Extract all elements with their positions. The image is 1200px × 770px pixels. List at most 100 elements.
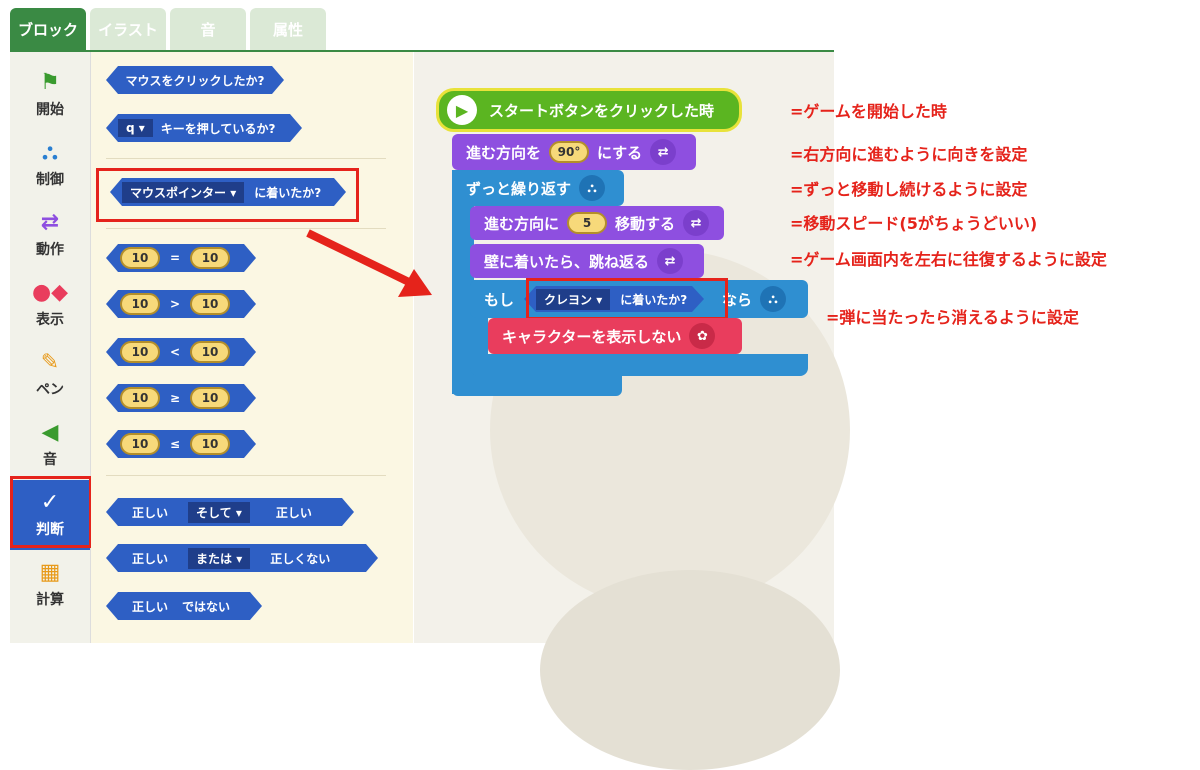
control-icon: ⛬ xyxy=(579,175,606,201)
forever-block[interactable]: ずっと繰り返す ⛬ xyxy=(452,170,624,206)
number-input[interactable]: 10 xyxy=(120,387,160,409)
block-text: スタートボタンをクリックした時 xyxy=(489,101,715,120)
category-sensing[interactable]: ✓ 判断 xyxy=(10,480,90,550)
tab-sound[interactable]: 音 xyxy=(170,8,246,50)
divider xyxy=(106,475,386,476)
block-text: に着いたか? xyxy=(254,185,322,200)
category-label: 開始 xyxy=(36,102,64,118)
or-dropdown[interactable]: または ▾ xyxy=(188,548,250,569)
gte-block[interactable]: 10 ≥ 10 xyxy=(106,384,256,412)
block-text: 進む方向を xyxy=(466,143,542,162)
operator: ≥ xyxy=(170,391,181,405)
number-input[interactable]: 10 xyxy=(190,387,230,409)
move-block[interactable]: 進む方向に 5 移動する ⇄ xyxy=(470,206,724,240)
number-input[interactable]: 10 xyxy=(190,433,230,455)
annotation-speed: =移動スピード(5がちょうどいい) xyxy=(790,214,1038,233)
crayon-dropdown[interactable]: クレヨン ▾ xyxy=(536,289,610,310)
start-event-block[interactable]: ▶ スタートボタンをクリックした時 xyxy=(436,88,742,132)
looks-icon: ✿ xyxy=(689,323,716,349)
tab-underline xyxy=(10,50,834,52)
annotation-bounce: =ゲーム画面内を左右に往復するように設定 xyxy=(790,250,1107,269)
speaker-icon: ◀︎ xyxy=(41,420,59,445)
touching-pointer-block[interactable]: マウスポインター ▾ に着いたか? xyxy=(110,178,346,206)
number-input[interactable]: 10 xyxy=(190,293,230,315)
highlight-crayon-condition xyxy=(526,278,728,320)
true-slot[interactable]: 正しい xyxy=(132,551,169,566)
greater-block[interactable]: 10 > 10 xyxy=(106,290,256,318)
block-text: ではない xyxy=(182,599,231,614)
less-block[interactable]: 10 < 10 xyxy=(106,338,256,366)
block-text: ずっと繰り返す xyxy=(466,179,572,198)
set-direction-block[interactable]: 進む方向を 90° にする ⇄ xyxy=(452,134,696,170)
mouse-clicked-block[interactable]: マウスをクリックしたか? xyxy=(106,66,284,94)
number-input[interactable]: 10 xyxy=(190,341,230,363)
false-slot[interactable]: 正しくない xyxy=(270,551,331,566)
operator: > xyxy=(170,297,181,311)
control-icon: ⛬ xyxy=(760,286,787,312)
block-text: 壁に着いたら、跳ね返る xyxy=(484,252,650,271)
direction-input[interactable]: 90° xyxy=(549,141,590,163)
block-text: に着いたか? xyxy=(620,292,688,307)
number-input[interactable]: 10 xyxy=(120,341,160,363)
number-input[interactable]: 10 xyxy=(120,433,160,455)
key-pressed-block[interactable]: q ▾ キーを押しているか? xyxy=(106,114,302,142)
annotation-start: =ゲームを開始した時 xyxy=(790,102,947,121)
operator: < xyxy=(170,345,181,359)
highlight-touching-block xyxy=(96,168,359,222)
category-label: ペン xyxy=(36,382,64,398)
category-operators[interactable]: ▦ 計算 xyxy=(10,550,90,620)
forever-loop-arm xyxy=(452,170,474,394)
number-input[interactable]: 10 xyxy=(120,247,160,269)
if-bottom xyxy=(470,354,808,376)
block-text: にする xyxy=(597,143,643,162)
tab-properties[interactable]: 属性 xyxy=(250,8,326,50)
branch-icon: ⛬ xyxy=(42,140,58,165)
annotation-hit: =弾に当たったら消えるように設定 xyxy=(826,308,1079,327)
forever-loop-bottom xyxy=(452,374,622,396)
operator: = xyxy=(170,251,181,265)
category-looks[interactable]: ●◆ 表示 xyxy=(10,270,90,340)
block-text: キャラクターを表示しない xyxy=(502,327,682,346)
category-label: 計算 xyxy=(36,592,64,608)
equals-block[interactable]: 10 = 10 xyxy=(106,244,256,272)
hide-block[interactable]: キャラクターを表示しない ✿ xyxy=(488,318,742,354)
annotation-direction: =右方向に進むように向きを設定 xyxy=(790,145,1028,164)
true-slot[interactable]: 正しい xyxy=(132,599,169,614)
block-text: キーを押しているか? xyxy=(160,121,276,136)
block-text: もし xyxy=(484,290,515,309)
key-dropdown[interactable]: q ▾ xyxy=(118,119,153,137)
divider xyxy=(106,158,386,159)
true-slot[interactable]: 正しい xyxy=(132,505,169,520)
background-circle xyxy=(540,570,840,770)
category-pen[interactable]: ✎ ペン xyxy=(10,340,90,410)
divider xyxy=(106,228,386,229)
bounce-block[interactable]: 壁に着いたら、跳ね返る ⇄ xyxy=(470,244,704,278)
true-slot[interactable]: 正しい xyxy=(275,505,312,520)
number-input[interactable]: 10 xyxy=(120,293,160,315)
flag-icon: ⚑ xyxy=(40,70,60,95)
category-label: 制御 xyxy=(36,172,64,188)
shapes-icon: ●◆ xyxy=(31,280,69,305)
number-input[interactable]: 10 xyxy=(190,247,230,269)
not-block[interactable]: 正しい ではない xyxy=(106,592,262,620)
speed-input[interactable]: 5 xyxy=(567,212,608,234)
and-dropdown[interactable]: そして ▾ xyxy=(188,502,250,523)
category-control[interactable]: ⛬ 制御 xyxy=(10,130,90,200)
block-text: なら xyxy=(722,290,753,309)
category-start[interactable]: ⚑ 開始 xyxy=(10,60,90,130)
category-motion[interactable]: ⇄ 動作 xyxy=(10,200,90,270)
touching-crayon-block[interactable]: クレヨン ▾ に着いたか? xyxy=(524,286,704,312)
lte-block[interactable]: 10 ≤ 10 xyxy=(106,430,256,458)
pointer-dropdown[interactable]: マウスポインター ▾ xyxy=(122,182,244,203)
and-block[interactable]: 正しい そして ▾ 正しい xyxy=(106,498,354,526)
motion-icon: ⇄ xyxy=(657,248,684,274)
category-sound[interactable]: ◀︎ 音 xyxy=(10,410,90,480)
play-icon: ▶ xyxy=(447,95,477,125)
tab-blocks[interactable]: ブロック xyxy=(10,8,86,50)
tab-illustration[interactable]: イラスト xyxy=(90,8,166,50)
category-label: 判断 xyxy=(36,522,64,538)
motion-icon: ⇄ xyxy=(650,139,677,165)
annotation-forever: =ずっと移動し続けるように設定 xyxy=(790,180,1028,199)
arrows-icon: ⇄ xyxy=(40,210,60,235)
or-block[interactable]: 正しい または ▾ 正しくない xyxy=(106,544,378,572)
